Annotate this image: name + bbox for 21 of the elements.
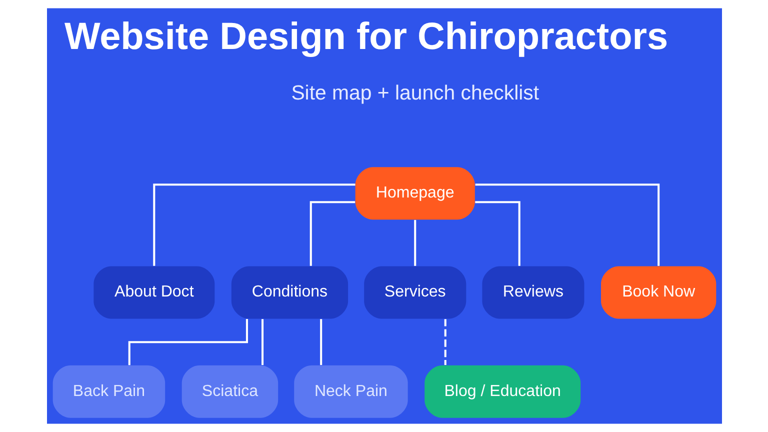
node-box: Neck Pain — [294, 365, 408, 418]
connector — [261, 319, 264, 366]
node-box: Homepage — [354, 167, 474, 220]
connector — [309, 201, 355, 266]
node-box: Conditions — [230, 266, 348, 319]
label: Site map + launch checklist — [290, 82, 539, 105]
connector — [444, 319, 446, 366]
connector — [474, 201, 520, 266]
node-box: Services — [364, 266, 466, 319]
connector — [414, 220, 416, 266]
node-box: Back Pain — [52, 365, 165, 418]
node-box: Reviews — [482, 266, 584, 319]
node-box: Sciatica — [181, 365, 278, 418]
node-box: Blog / Education — [424, 365, 580, 418]
node-box: About Doct — [93, 266, 214, 319]
connector — [128, 319, 248, 366]
diagram-title: Website Design for Chiropractors — [64, 16, 668, 58]
connector — [320, 319, 322, 366]
connector — [152, 184, 355, 266]
node-box: Book Now — [600, 266, 716, 319]
connector — [474, 184, 660, 266]
